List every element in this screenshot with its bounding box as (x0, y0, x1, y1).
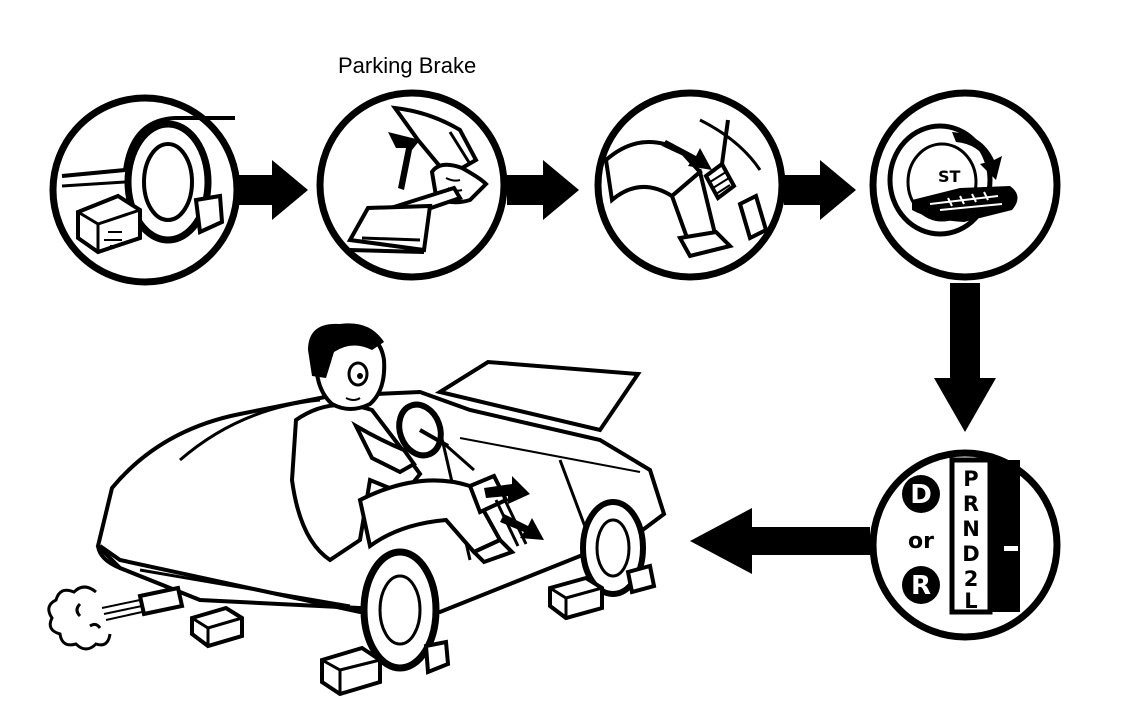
gear-position-2: 2 (964, 567, 979, 591)
step-chock-wheels (49, 94, 241, 286)
parking-brake-label: Parking Brake (338, 53, 476, 78)
arrow-right-icon (784, 160, 856, 220)
key-st-label: ST (938, 167, 961, 186)
parking-brake-lever-icon (346, 105, 489, 254)
gear-position-l: L (964, 589, 977, 613)
arrow-right-icon (507, 160, 579, 220)
gear-selector-icon: D or R P R N D 2 L (902, 457, 1020, 615)
brake-pedal-icon (603, 118, 769, 259)
gear-position-r: R (963, 492, 979, 516)
exhaust-smoke-icon (47, 585, 112, 651)
ignition-key-icon: ST (887, 123, 1018, 237)
option-r-label: R (911, 571, 931, 601)
step-parking-brake (316, 89, 508, 281)
gear-position-n: N (962, 517, 980, 541)
wheel-chock-icon (61, 116, 235, 255)
gear-position-p: P (963, 467, 978, 491)
arrow-down-icon (934, 283, 996, 432)
option-d-label: D (910, 480, 932, 510)
option-or-label: or (908, 529, 934, 554)
step-select-gear: D or R P R N D 2 L (869, 449, 1061, 641)
car-with-driver-illustration (47, 323, 667, 697)
step-ignition-start: ST (869, 89, 1061, 281)
arrow-right-icon (238, 160, 308, 220)
step-depress-pedal (594, 89, 786, 281)
arrow-left-icon (690, 508, 870, 574)
gear-position-d: D (962, 542, 979, 566)
